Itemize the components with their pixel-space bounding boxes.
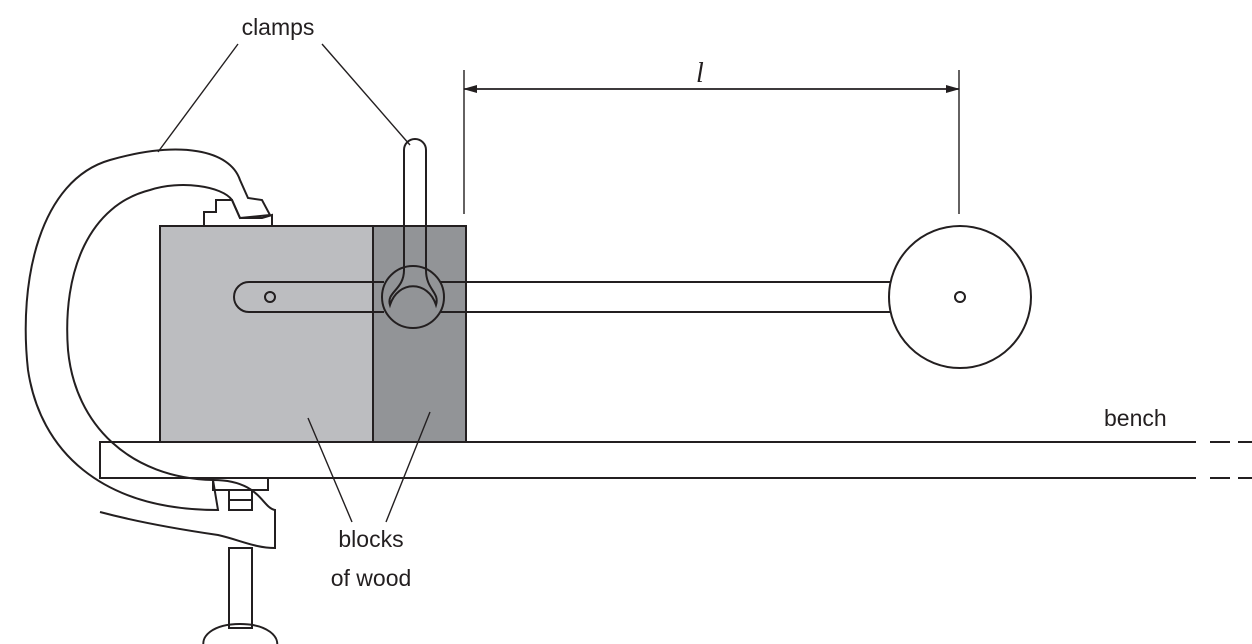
rod bbox=[440, 281, 890, 313]
rod-slot bbox=[233, 281, 384, 313]
blocks-label-line2: of wood bbox=[330, 565, 412, 591]
clamps-label: clamps bbox=[241, 14, 315, 40]
disc-mass bbox=[888, 225, 1032, 369]
length-dimension bbox=[463, 70, 960, 214]
leader-lines bbox=[157, 43, 431, 523]
length-label: l bbox=[696, 58, 704, 89]
g-clamp bbox=[24, 148, 279, 644]
bolt-clamp bbox=[381, 138, 445, 329]
blocks-label-line1: blocks bbox=[338, 526, 404, 552]
bench-label: bench bbox=[1104, 405, 1167, 431]
bench bbox=[99, 441, 1252, 479]
block-dark bbox=[372, 225, 467, 443]
block-light bbox=[159, 225, 374, 443]
